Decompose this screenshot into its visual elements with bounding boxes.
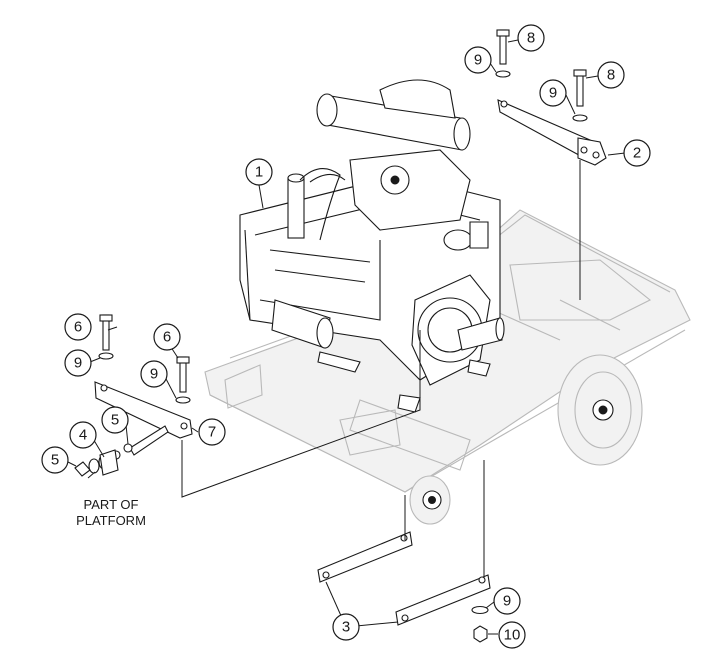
callout-1: 1 <box>245 158 273 186</box>
bracket-part-7 <box>94 381 193 460</box>
callout-10: 10 <box>498 621 526 649</box>
callout-4: 4 <box>69 421 97 449</box>
callout-5-upper: 5 <box>101 406 129 434</box>
svg-text:5: 5 <box>51 452 59 469</box>
nut-washer-stack <box>74 449 119 477</box>
svg-text:9: 9 <box>74 355 82 372</box>
callout-8-left: 8 <box>517 24 545 52</box>
callout-8-right: 8 <box>597 61 625 89</box>
bracket-part-3 <box>317 531 491 626</box>
callout-6-left: 6 <box>64 313 92 341</box>
svg-text:3: 3 <box>342 619 350 636</box>
svg-text:10: 10 <box>504 627 521 644</box>
callout-5-lower: 5 <box>41 446 69 474</box>
bolt-8-left <box>495 29 511 78</box>
callout-9-mid-left: 9 <box>64 349 92 377</box>
svg-text:4: 4 <box>79 427 87 444</box>
svg-text:8: 8 <box>527 30 535 47</box>
svg-text:9: 9 <box>503 593 511 610</box>
svg-text:2: 2 <box>633 145 641 162</box>
svg-text:7: 7 <box>208 424 216 441</box>
wheel-right <box>557 354 643 466</box>
note-line-1: PART OF <box>84 497 139 512</box>
engine-assembly <box>239 79 505 413</box>
svg-text:9: 9 <box>474 52 482 69</box>
callout-9-top-right: 9 <box>539 79 567 107</box>
svg-text:8: 8 <box>607 67 615 84</box>
svg-text:1: 1 <box>255 164 263 181</box>
nut-10-washer-9 <box>471 605 489 643</box>
bolt-8-right <box>572 69 588 122</box>
part-of-platform-note: PART OF PLATFORM <box>76 497 146 528</box>
callout-9-top-left: 9 <box>464 46 492 74</box>
bracket-part-2 <box>497 99 607 166</box>
callout-7: 7 <box>198 418 226 446</box>
wheel-left <box>409 475 451 525</box>
svg-text:5: 5 <box>111 412 119 429</box>
bolt-6-right <box>175 356 191 404</box>
note-line-2: PLATFORM <box>76 513 146 528</box>
svg-text:9: 9 <box>150 366 158 383</box>
svg-text:6: 6 <box>74 319 82 336</box>
callout-2: 2 <box>623 139 651 167</box>
callout-3: 3 <box>332 613 360 641</box>
bolt-6-left <box>98 314 114 360</box>
callout-6-right: 6 <box>153 323 181 351</box>
svg-text:6: 6 <box>163 329 171 346</box>
callout-9-bottom: 9 <box>493 587 521 615</box>
svg-text:9: 9 <box>549 85 557 102</box>
callout-9-mid-right: 9 <box>140 360 168 388</box>
